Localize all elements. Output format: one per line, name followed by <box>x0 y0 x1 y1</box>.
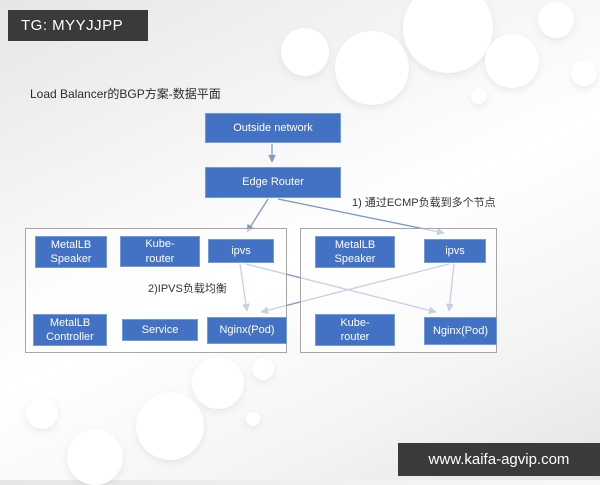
website-watermark-badge: www.kaifa-agvip.com <box>398 443 600 476</box>
node2-kube-router-box: Kube- router <box>315 314 395 346</box>
node2-ipvs-box: ipvs <box>424 239 486 263</box>
decor-circle <box>571 60 597 86</box>
node2-metallb-speaker-box: MetalLB Speaker <box>315 236 395 268</box>
decor-circle <box>281 28 329 76</box>
ipvs-lb-annotation: 2)IPVS负载均衡 <box>148 283 227 295</box>
decor-circle <box>67 429 123 485</box>
decor-circle <box>26 397 58 429</box>
node1-kube-router-box: Kube- router <box>120 236 200 267</box>
edge-router-box: Edge Router <box>205 167 341 198</box>
node1-metallb-controller-box: MetalLB Controller <box>33 314 107 346</box>
decor-circle <box>403 0 493 73</box>
node2-nginx-pod-box: Nginx(Pod) <box>424 317 497 345</box>
tg-watermark-badge: TG: MYYJJPP <box>8 10 148 41</box>
node1-ipvs-box: ipvs <box>208 239 274 263</box>
node1-service-box: Service <box>122 319 198 341</box>
decor-circle <box>136 392 204 460</box>
decor-circle <box>252 358 274 380</box>
outside-network-box: Outside network <box>205 113 341 143</box>
slide-title: Load Balancer的BGP方案-数据平面 <box>30 87 221 101</box>
decor-circle <box>538 2 574 38</box>
decor-circle <box>335 31 409 105</box>
decor-circle <box>192 357 244 409</box>
website-watermark-text: www.kaifa-agvip.com <box>428 451 570 468</box>
decor-circle <box>485 34 539 88</box>
node1-metallb-speaker-box: MetalLB Speaker <box>35 236 107 268</box>
ecmp-annotation: 1) 通过ECMP负载到多个节点 <box>352 197 496 209</box>
decor-circle <box>471 88 487 104</box>
tg-watermark-text: TG: MYYJJPP <box>21 17 124 34</box>
node1-nginx-pod-box: Nginx(Pod) <box>207 317 287 344</box>
decor-circle <box>246 412 260 426</box>
